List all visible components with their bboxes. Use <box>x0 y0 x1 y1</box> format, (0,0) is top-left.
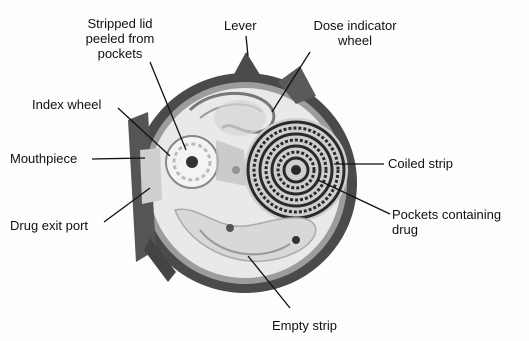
label-coiled-strip: Coiled strip <box>388 156 453 171</box>
label-stripped-lid-line2: peeled from <box>66 31 174 46</box>
label-mouthpiece: Mouthpiece <box>10 151 77 166</box>
label-pockets-containing-drug: Pockets containing drug <box>392 207 501 237</box>
label-lever: Lever <box>224 18 257 33</box>
label-stripped-lid-line1: Stripped lid <box>66 16 174 31</box>
label-drug-exit-port: Drug exit port <box>10 218 88 233</box>
label-stripped-lid: Stripped lid peeled from pockets <box>66 16 174 61</box>
label-index-wheel: Index wheel <box>32 97 101 112</box>
label-pockets-line1: Pockets containing <box>392 207 501 222</box>
label-stripped-lid-line3: pockets <box>66 46 174 61</box>
pivot-pin <box>292 236 300 244</box>
label-dose-indicator-line2: wheel <box>290 33 420 48</box>
label-pockets-line2: drug <box>392 222 501 237</box>
label-dose-indicator-line1: Dose indicator <box>290 18 420 33</box>
label-dose-indicator-wheel: Dose indicator wheel <box>290 18 420 48</box>
index-wheel <box>166 136 218 188</box>
coiled-strip <box>244 118 348 222</box>
label-empty-strip: Empty strip <box>272 318 337 333</box>
